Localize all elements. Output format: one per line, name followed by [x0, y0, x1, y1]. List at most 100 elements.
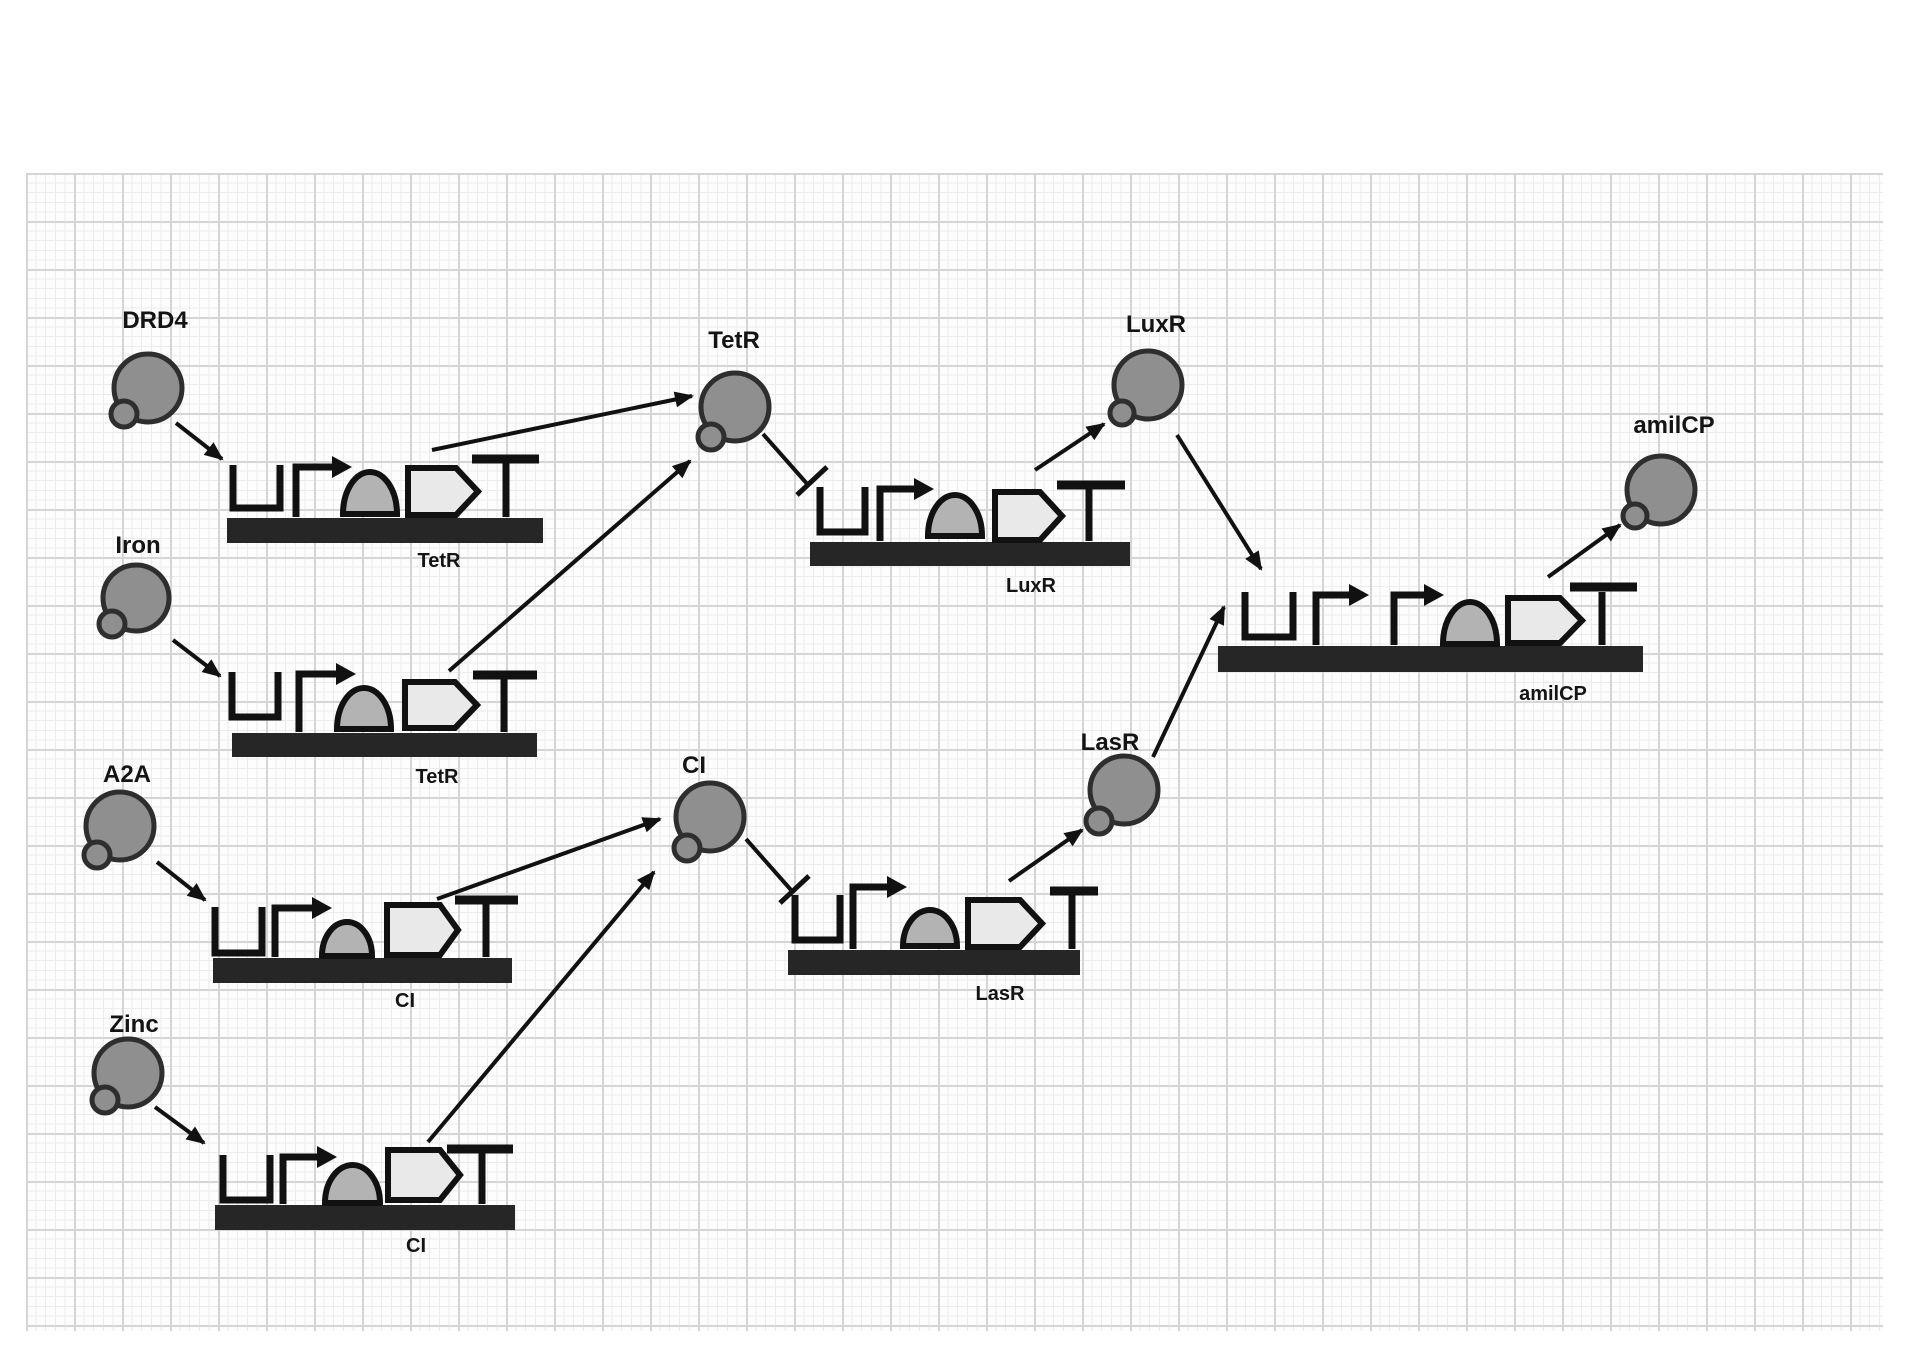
cassette-label: TetR [416, 766, 460, 788]
protein-subunit-icon[interactable] [1083, 805, 1115, 837]
cassette-LasR: LasR [788, 876, 1098, 1005]
operator-u-glyph[interactable] [228, 672, 282, 721]
cds-glyph[interactable] [992, 489, 1067, 543]
promoter-glyph[interactable] [849, 876, 907, 949]
node-DRD4[interactable]: DRD4 [108, 307, 188, 430]
dna-backbone[interactable] [227, 518, 543, 543]
operator-u-glyph[interactable] [219, 1155, 274, 1204]
terminator-glyph[interactable] [473, 670, 537, 732]
edge-cassette-amilCP-to-amilCP[interactable] [1546, 523, 1622, 579]
cassette-label: TetR [418, 550, 462, 572]
activation-line [447, 459, 692, 673]
edge-TetR-to-cassette-LuxR[interactable] [761, 432, 829, 497]
cassette-label: CI [395, 990, 415, 1012]
protein-subunit-icon[interactable] [671, 832, 703, 864]
rbs-glyph[interactable] [899, 907, 961, 949]
edge-cassette-TetR-b-to-TetR[interactable] [447, 459, 692, 673]
operator-u-glyph[interactable] [229, 465, 284, 512]
operator-u-glyph[interactable] [211, 907, 266, 957]
dna-backbone[interactable] [213, 958, 512, 983]
dna-backbone[interactable] [1218, 646, 1643, 672]
rbs-glyph[interactable] [924, 492, 986, 539]
protein-subunit-icon[interactable] [1107, 398, 1137, 428]
edge-cassette-LuxR-to-LuxR[interactable] [1033, 422, 1106, 472]
node-LuxR[interactable]: LuxR [1107, 311, 1186, 428]
cds-glyph[interactable] [402, 679, 482, 731]
rbs-glyph[interactable] [339, 469, 401, 517]
edge-DRD4-to-cassette-TetR-a[interactable] [174, 421, 224, 461]
dna-backbone[interactable] [215, 1205, 515, 1230]
edge-Iron-to-cassette-TetR-b[interactable] [171, 638, 222, 678]
operator-u-glyph[interactable] [816, 487, 869, 536]
protein-subunit-icon[interactable] [81, 839, 113, 871]
repression-line [744, 837, 793, 892]
arrowhead-icon [1085, 422, 1106, 441]
operator-u-glyph[interactable] [791, 895, 844, 944]
node-label: CI [682, 752, 706, 779]
arrowhead-icon [641, 817, 662, 833]
rbs-glyph[interactable] [1439, 599, 1501, 647]
edge-A2A-to-cassette-CI-a[interactable] [155, 860, 207, 902]
protein-subunit-icon[interactable] [695, 421, 727, 453]
cds-glyph[interactable] [965, 897, 1047, 950]
arrowhead-icon [203, 442, 224, 461]
protein-subunit-icon[interactable] [89, 1084, 121, 1116]
edge-cassette-CI-a-to-CI[interactable] [436, 817, 662, 901]
edge-cassette-TetR-a-to-TetR[interactable] [431, 391, 694, 452]
promoter-glyph[interactable] [295, 663, 356, 732]
node-label: TetR [708, 327, 760, 354]
rbs-glyph[interactable] [318, 919, 376, 959]
arrowhead-icon [201, 659, 222, 678]
node-label: LasR [1081, 729, 1140, 756]
edge-CI-to-cassette-LasR[interactable] [744, 837, 811, 905]
cds-glyph[interactable] [384, 902, 462, 958]
edge-cassette-CI-b-to-CI[interactable] [426, 870, 656, 1144]
rbs-glyph[interactable] [321, 1162, 384, 1206]
cds-glyph[interactable] [385, 1147, 464, 1203]
node-Zinc[interactable]: Zinc [89, 1011, 165, 1116]
protein-subunit-icon[interactable] [1620, 501, 1650, 531]
protein-subunit-icon[interactable] [108, 398, 140, 430]
node-LasR[interactable]: LasR [1081, 729, 1161, 837]
terminator-glyph[interactable] [1050, 886, 1098, 949]
rbs-glyph[interactable] [333, 685, 395, 732]
arrowhead-icon [185, 1126, 206, 1145]
activation-line [431, 394, 693, 452]
promoter-glyph[interactable] [1390, 584, 1444, 645]
dna-backbone[interactable] [788, 950, 1080, 975]
terminator-glyph[interactable] [1570, 582, 1637, 645]
terminator-glyph[interactable] [455, 895, 518, 957]
activation-line [426, 870, 656, 1144]
node-A2A[interactable]: A2A [81, 761, 157, 871]
promoter-glyph[interactable] [279, 1146, 337, 1204]
terminator-glyph[interactable] [447, 1144, 513, 1204]
dna-backbone[interactable] [232, 733, 537, 757]
promoter-glyph[interactable] [292, 456, 352, 517]
protein-subunit-icon[interactable] [96, 608, 128, 640]
edge-Zinc-to-cassette-CI-b[interactable] [153, 1105, 206, 1145]
protein-body-icon[interactable] [1087, 753, 1161, 827]
promoter-glyph[interactable] [271, 897, 332, 957]
node-TetR[interactable]: TetR [695, 327, 772, 453]
cassette-CI-a: CI [211, 895, 518, 1012]
node-CI[interactable]: CI [671, 752, 747, 864]
cds-glyph[interactable] [1505, 595, 1587, 646]
promoter-glyph[interactable] [1312, 584, 1369, 645]
node-amilCP[interactable]: amilCP [1620, 412, 1715, 531]
terminator-glyph[interactable] [472, 454, 539, 517]
arrowhead-icon [671, 459, 692, 479]
node-label: Iron [115, 532, 160, 559]
node-Iron[interactable]: Iron [96, 532, 172, 640]
node-label: Zinc [109, 1011, 158, 1038]
node-label: LuxR [1126, 311, 1186, 338]
promoter-glyph[interactable] [876, 478, 934, 541]
terminator-glyph[interactable] [1057, 480, 1125, 541]
operator-u-glyph[interactable] [1241, 592, 1297, 641]
edge-LasR-to-cassette-amilCP[interactable] [1151, 605, 1226, 758]
edge-LuxR-to-cassette-amilCP[interactable] [1175, 433, 1263, 571]
dna-backbone[interactable] [810, 542, 1130, 566]
edge-cassette-LasR-to-LasR[interactable] [1007, 828, 1084, 883]
cds-glyph[interactable] [405, 465, 483, 518]
